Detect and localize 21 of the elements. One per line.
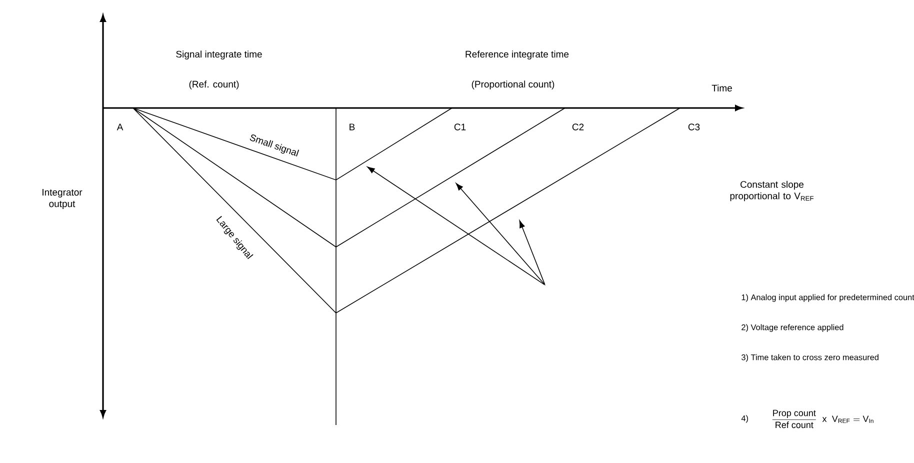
formula: $\frac{\mathrm{Prop\ count}}{\mathrm{Ref\ count}}\;\;\mathrm{x}\;\;\mathrm{V}_{\mathrm{REF}}=\mathrm{V}_{\mathrm{In}}$ [772,410,874,428]
axis-label: Integrator output [42,189,82,209]
phase-label: Reference integrate time [466,50,569,60]
point-label: B [350,124,355,130]
point-label: C2 [572,124,584,130]
point-label: C3 [688,124,700,130]
note: 4) [741,415,748,423]
point-label: A [116,124,124,130]
axis-label: Time [712,84,732,92]
annotation-text: Constant slope proportional to V$_{REF}$ [730,180,814,202]
leader-line [456,182,545,285]
phase-label: (Proportional count) [472,80,554,90]
point-label: C1 [454,124,466,130]
phase-label: (Ref. count) [189,80,239,90]
leader-line [519,220,546,285]
curve-label: Small signal [250,134,300,156]
phase-label: Signal integrate time [176,50,262,60]
leader-line [367,166,545,286]
note: 1) Analog input applied for predetermined count [742,294,914,302]
note: 2) Voltage reference applied [742,324,844,332]
note: 3) Time taken to cross zero measured [742,354,878,362]
